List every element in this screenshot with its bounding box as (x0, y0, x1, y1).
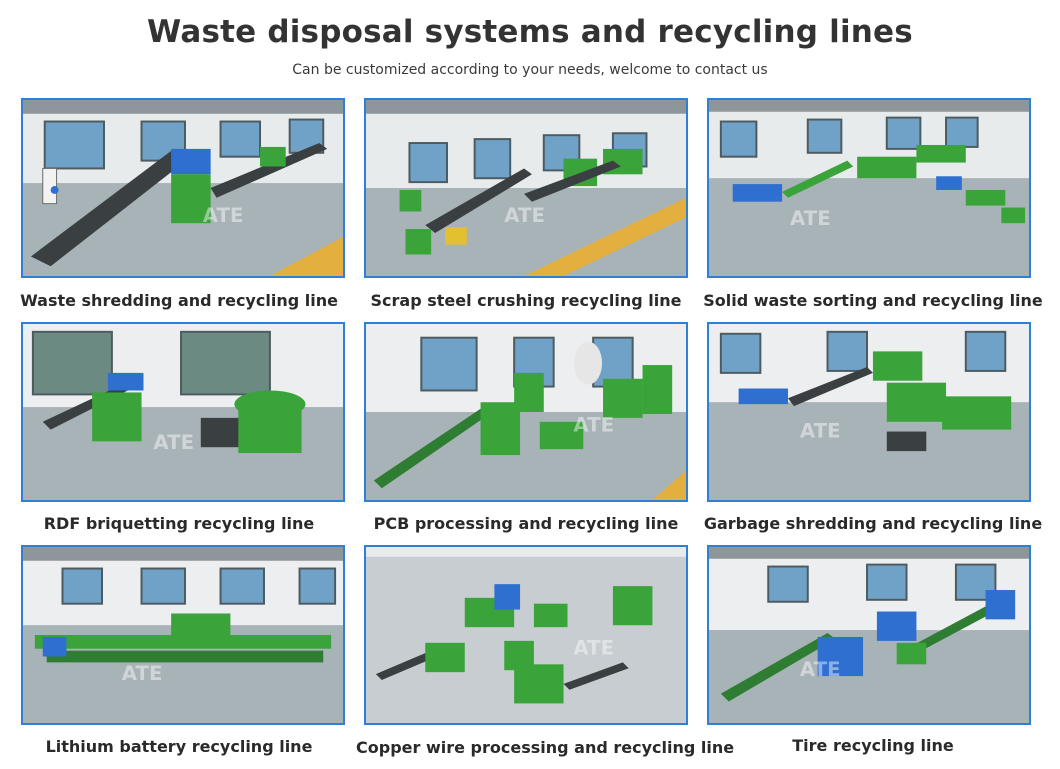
tile-scrap-steel-image: ATE (364, 98, 688, 278)
watermark-text: ATE (504, 204, 545, 227)
watermark-text: ATE (122, 662, 163, 685)
watermark-text: ATE (203, 204, 244, 227)
watermark-text: ATE (800, 420, 841, 443)
tile-solid-waste-image: ATE (707, 98, 1031, 278)
watermark-text: ATE (153, 431, 194, 454)
tile-rdf-briquetting-image: ATE (21, 322, 345, 502)
watermark-text: ATE (573, 637, 614, 660)
caption-tire-recycling: Tire recycling line (792, 736, 954, 755)
tile-pcb-processing-image: ATE (364, 322, 688, 502)
tile-garbage-shredding-image: ATE (707, 322, 1031, 502)
caption-pcb-processing: PCB processing and recycling line (373, 514, 679, 533)
caption-solid-waste: Solid waste sorting and recycling line (703, 291, 1043, 310)
caption-copper-wire: Copper wire processing and recycling lin… (356, 738, 735, 757)
tile-waste-shredding-image: ATE (21, 98, 345, 278)
tile-copper-wire-image: ATE (364, 545, 688, 725)
caption-lithium-battery: Lithium battery recycling line (45, 737, 313, 756)
caption-waste-shredding: Waste shredding and recycling line (20, 291, 338, 310)
watermark-text: ATE (790, 207, 831, 230)
tile-lithium-battery-image: ATE (21, 545, 345, 725)
page-subtitle: Can be customized according to your need… (292, 62, 768, 78)
tile-tire-recycling-image: ATE (707, 545, 1031, 725)
watermark-text: ATE (573, 414, 614, 437)
caption-scrap-steel: Scrap steel crushing recycling line (370, 291, 682, 310)
watermark-text: ATE (800, 658, 841, 681)
caption-rdf-briquetting: RDF briquetting recycling line (43, 514, 315, 533)
page-title: Waste disposal systems and recycling lin… (147, 14, 913, 50)
caption-garbage-shredding: Garbage shredding and recycling line (703, 514, 1043, 533)
